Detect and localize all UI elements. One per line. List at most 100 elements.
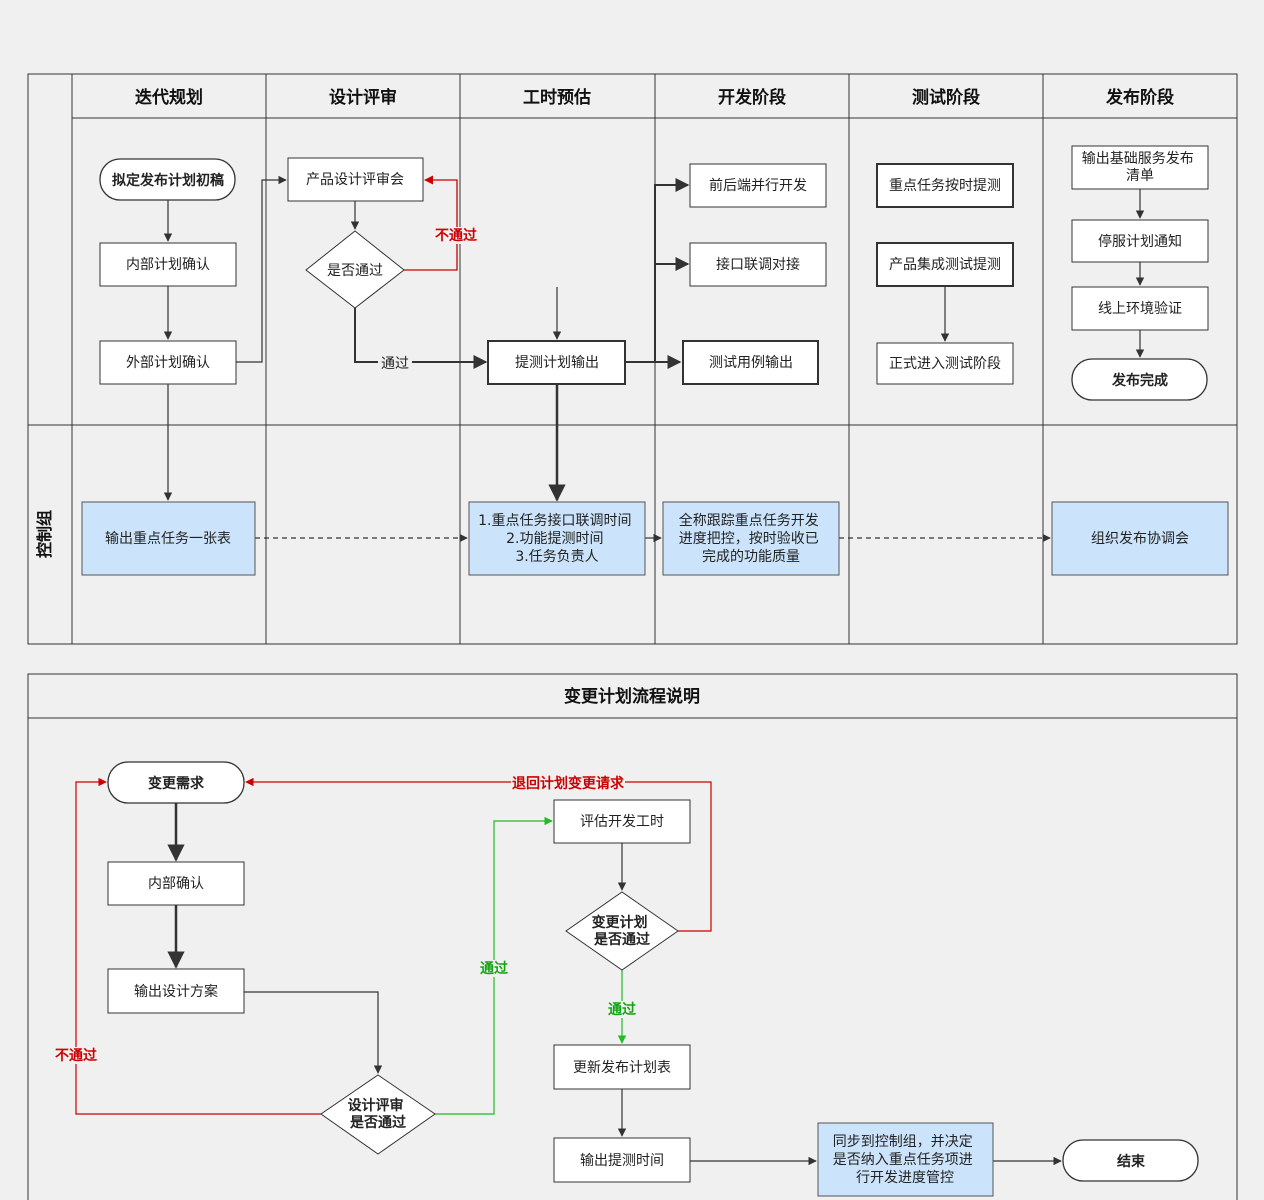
sync-control-line: 是否纳入重点任务项进 [833,1152,973,1168]
internal-confirm-node [107,861,245,906]
change-request-node [107,761,245,804]
pass-label: 通过 [381,356,409,372]
change-flow-edges [167,803,1062,1166]
api-integration-node [689,242,827,287]
update-schedule-text: 更新发布计划表 [573,1060,671,1076]
return-request-label-bg [511,775,625,792]
pass-label-green: 通过 [480,960,508,977]
internal-confirm-text: 内部确认 [148,876,204,892]
release-done-text: 发布完成 [1111,372,1168,389]
output-test-time-node [553,1137,691,1183]
release-done-node [1071,358,1208,401]
external-confirm-node [99,340,237,385]
column-header-estimate: 工时预估 [523,87,591,108]
change-request-text: 变更需求 [148,775,205,792]
design-review-decision-text: 设计评审 是否通过 [348,1097,409,1131]
reject-label: 不通过 [55,1047,97,1064]
track-progress-line: 进度把控，按时验收已 [679,531,819,547]
key-task-table-node [81,501,256,576]
column-header-dev: 开发阶段 [718,87,786,108]
outage-notice-node [1071,219,1209,263]
integration-test-node [876,242,1014,287]
design-review-node [287,157,424,202]
sync-control-line: 行开发进度管控 [856,1170,954,1186]
change-plan-decision-line: 是否通过 [594,931,650,948]
pass-decision-text: 是否通过 [327,263,383,279]
enter-test-node [876,342,1014,385]
time-list-text: 1.重点任务接口联调时间 2.功能提测时间 3.任务负责人 [478,512,636,565]
time-list-line: 1.重点任务接口联调时间 [478,512,631,529]
column-header-iteration: 迭代规划 [135,87,203,108]
release-list-text: 输出基础服务发布 清单 [1082,150,1198,184]
end-node [1062,1139,1199,1182]
sync-control-node [817,1122,994,1197]
time-list-line: 3.任务负责人 [515,549,598,565]
end-text: 结束 [1117,1153,1146,1170]
draft-plan-text: 拟定发布计划初稿 [112,172,224,189]
change-plan-decision-line: 变更计划 [592,914,648,931]
reject-label-bg [54,1047,98,1064]
release-meeting-node [1051,501,1229,576]
swimlane-frame [27,73,1238,645]
online-verify-node [1071,286,1209,331]
pass-label-bg [606,1001,638,1018]
api-integration-text: 接口联调对接 [716,256,800,273]
track-progress-line: 全称跟踪重点任务开发 [679,512,819,529]
online-verify-text: 线上环境验证 [1098,301,1182,317]
outage-notice-text: 停服计划通知 [1098,233,1182,250]
swimlane-nodes: 拟定发布计划初稿 内部计划确认 外部计划确认 产品设计评审会 是否通过 提测计划… [81,145,1229,576]
change-flow-title: 变更计划流程说明 [564,686,700,707]
design-review-decision-line: 是否通过 [350,1114,406,1131]
design-review-diamond [320,1074,436,1155]
control-group-label: 控制组 [35,510,54,558]
track-progress-line: 完成的功能质量 [702,549,800,565]
pass-label-bg [378,355,412,372]
key-task-test-text: 重点任务按时提测 [889,178,1001,194]
output-test-time-text: 输出提测时间 [580,1153,664,1169]
track-progress-node [662,501,840,576]
track-progress-text: 全称跟踪重点任务开发 进度把控，按时验收已 完成的功能质量 [679,512,823,565]
pass-decision-diamond [305,230,405,309]
time-list-node [468,501,646,576]
design-review-decision-line: 设计评审 [348,1097,404,1114]
change-flow-nodes: 变更需求 内部确认 输出设计方案 设计评审 是否通过 评估开发工时 变更计划 是… [107,761,1199,1197]
key-task-test-node [876,163,1014,208]
estimate-hours-node [553,799,691,844]
pass-label-bg [478,960,510,977]
change-flow-red-edges [75,777,712,1115]
pass-label-green: 通过 [608,1001,636,1018]
sync-control-text: 同步到控制组，并决定 是否纳入重点任务项进 行开发进度管控 [833,1134,977,1186]
design-review-text: 产品设计评审会 [306,172,404,188]
change-plan-diamond [565,891,679,971]
test-plan-output-text: 提测计划输出 [515,355,599,371]
release-list-line: 输出基础服务发布 [1082,150,1194,167]
internal-confirm-node [99,242,237,287]
test-case-output-text: 测试用例输出 [709,355,793,371]
swimlane-header: 迭代规划 设计评审 工时预估 开发阶段 测试阶段 发布阶段 [135,87,1174,108]
column-header-design: 设计评审 [329,87,397,108]
column-header-release: 发布阶段 [1105,87,1174,108]
sync-control-line: 同步到控制组，并决定 [833,1134,973,1150]
change-flow-frame [27,673,1238,1200]
design-plan-text: 输出设计方案 [134,983,218,1000]
key-task-table-text: 输出重点任务一张表 [105,531,231,547]
parallel-dev-text: 前后端并行开发 [709,177,807,194]
reject-label-bg [434,227,478,244]
reject-edge [404,175,458,271]
swimlane-edges [163,175,1145,543]
internal-confirm-text: 内部计划确认 [126,257,210,273]
integration-test-text: 产品集成测试提测 [889,256,1001,273]
draft-plan-node [99,158,236,201]
return-request-label: 退回计划变更请求 [512,775,625,792]
update-schedule-node [553,1044,691,1090]
estimate-hours-text: 评估开发工时 [580,814,664,830]
external-confirm-text: 外部计划确认 [126,355,210,371]
release-list-node [1071,145,1209,190]
test-case-output-node [682,340,819,385]
change-plan-decision-text: 变更计划 是否通过 [592,914,653,948]
column-header-test: 测试阶段 [912,87,980,108]
test-plan-output-node [487,340,626,385]
release-list-line: 清单 [1126,168,1154,184]
time-list-line: 2.功能提测时间 [506,531,603,547]
